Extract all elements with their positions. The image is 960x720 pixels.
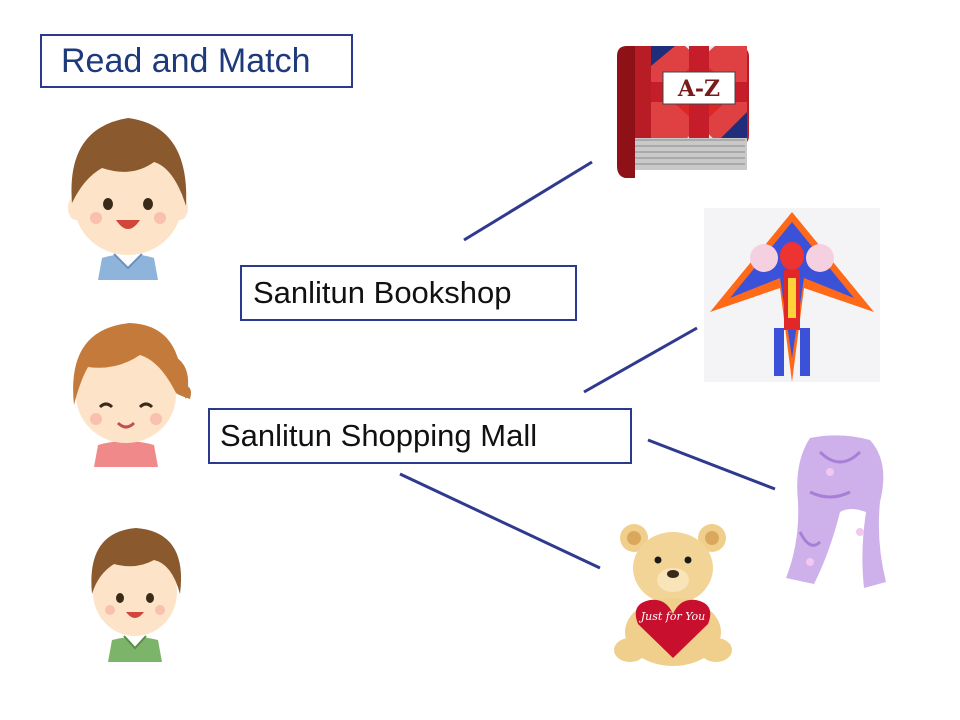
match-line-mall-kite [583, 326, 698, 394]
page-title: Read and Match [40, 34, 353, 88]
match-line-bookshop-book [463, 160, 593, 242]
match-line-mall-scarf [647, 438, 776, 491]
teddy-heart-text: Just for You [639, 610, 706, 623]
match-line-mall-teddy [399, 472, 601, 570]
kite-icon[interactable] [704, 208, 880, 382]
boy-face-small-icon[interactable] [80, 520, 190, 662]
girl-face-icon[interactable] [60, 315, 192, 467]
scarf-icon[interactable] [780, 432, 898, 590]
dictionary-book-icon[interactable]: A-Z [615, 42, 753, 180]
teddy-bear-icon[interactable]: Just for You [610, 520, 736, 666]
boy-face-icon[interactable] [62, 108, 194, 280]
place-label-bookshop[interactable]: Sanlitun Bookshop [240, 265, 577, 321]
place-label-shopping-mall[interactable]: Sanlitun Shopping Mall [208, 408, 632, 464]
book-cover-text: A-Z [677, 76, 720, 102]
